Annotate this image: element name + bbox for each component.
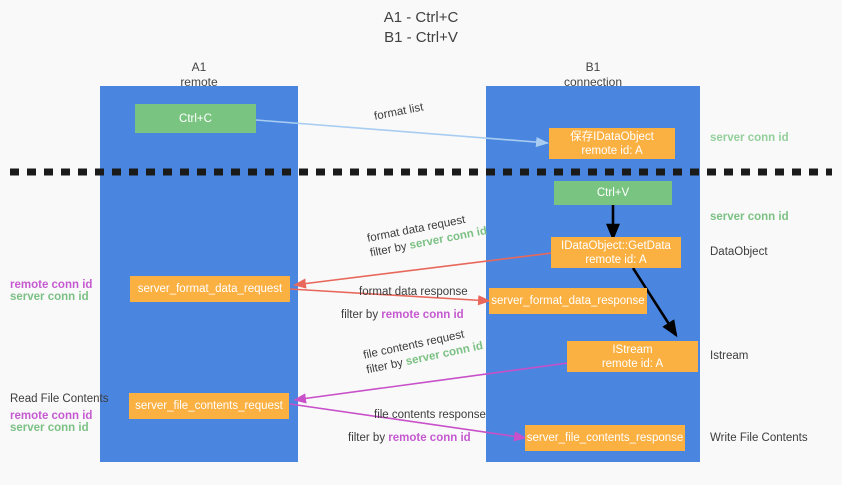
box-getdata-line1: IDataObject::GetData — [561, 239, 671, 252]
box-ctrl-v-label: Ctrl+V — [596, 187, 630, 199]
column-a1-name: A1 — [191, 60, 207, 74]
column-b1-sub: connection — [563, 75, 623, 89]
left-label-group-1: remote conn id server conn id — [10, 279, 92, 303]
edge-label-format-list: format list — [373, 101, 425, 123]
right-label-dataobject: DataObject — [710, 246, 768, 258]
box-save-idataobject-line2: remote id: A — [581, 144, 643, 157]
right-label-istream: Istream — [710, 350, 749, 362]
box-server-file-contents-request-label: server_file_contents_request — [135, 400, 283, 412]
right-label-server-conn-id-mid: server conn id — [710, 211, 789, 223]
edge-label-format-data-response: format data response — [359, 286, 468, 298]
box-save-idataobject[interactable]: 保存IDataObject remote id: A — [549, 128, 675, 159]
box-server-file-contents-response[interactable]: server_file_contents_response — [525, 425, 685, 451]
column-header-a1: A1 remote — [100, 60, 298, 90]
box-getdata-line2: remote id: A — [585, 253, 647, 266]
filter-prefix-4: filter by — [348, 432, 389, 444]
box-server-format-data-response-label: server_format_data_response — [491, 295, 645, 307]
edge-label-format-data-request-group: format data request filter by server con… — [366, 209, 488, 261]
column-a1-sub: remote — [180, 75, 218, 89]
left-label-remote-conn-id-2: remote conn id — [10, 410, 93, 422]
box-server-format-data-request-label: server_format_data_request — [137, 283, 283, 295]
box-getdata[interactable]: IDataObject::GetData remote id: A — [551, 237, 681, 268]
edge-label-file-contents-response-group: file contents response filter by remote … — [348, 408, 486, 446]
box-server-format-data-response[interactable]: server_format_data_response — [489, 288, 647, 314]
page-title: A1 - Ctrl+C B1 - Ctrl+V — [0, 8, 842, 48]
edge-label-file-contents-response: file contents response — [374, 409, 486, 421]
edge-label-format-data-response-filter: filter by remote conn id — [341, 308, 468, 323]
left-label-server-conn-id-1: server conn id — [10, 291, 89, 303]
box-server-format-data-request[interactable]: server_format_data_request — [130, 276, 290, 302]
edge-label-file-contents-response-filter: filter by remote conn id — [348, 431, 486, 446]
left-label-remote-conn-id-1: remote conn id — [10, 279, 93, 291]
left-label-group-2: remote conn id server conn id — [10, 410, 92, 434]
box-istream[interactable]: IStream remote id: A — [567, 341, 698, 372]
box-server-file-contents-request[interactable]: server_file_contents_request — [129, 393, 289, 419]
edge-label-format-data-response-group: format data response filter by remote co… — [341, 285, 468, 323]
filter-prefix-2: filter by — [341, 309, 382, 321]
box-istream-line2: remote id: A — [601, 357, 664, 370]
filter-value-remote-conn-id-2: remote conn id — [388, 432, 471, 444]
box-istream-line1: IStream — [612, 343, 653, 356]
column-header-b1: B1 connection — [486, 60, 700, 90]
title-line-2: B1 - Ctrl+V — [384, 29, 458, 46]
filter-value-remote-conn-id-1: remote conn id — [381, 309, 464, 321]
box-ctrl-v[interactable]: Ctrl+V — [554, 181, 672, 205]
edge-label-file-contents-request-group: file contents request filter by server c… — [362, 324, 485, 378]
right-label-write-file-contents: Write File Contents — [710, 432, 808, 444]
box-server-file-contents-response-label: server_file_contents_response — [526, 432, 684, 444]
box-save-idataobject-line1: 保存IDataObject — [570, 130, 654, 143]
box-ctrl-c-label: Ctrl+C — [179, 112, 212, 125]
right-label-server-conn-id-top: server conn id — [710, 132, 789, 144]
column-b1-name: B1 — [585, 60, 601, 74]
box-ctrl-c[interactable]: Ctrl+C — [135, 104, 256, 133]
left-label-server-conn-id-2: server conn id — [10, 422, 89, 434]
title-line-1: A1 - Ctrl+C — [383, 9, 459, 26]
left-label-read-file-contents: Read File Contents — [10, 393, 109, 405]
